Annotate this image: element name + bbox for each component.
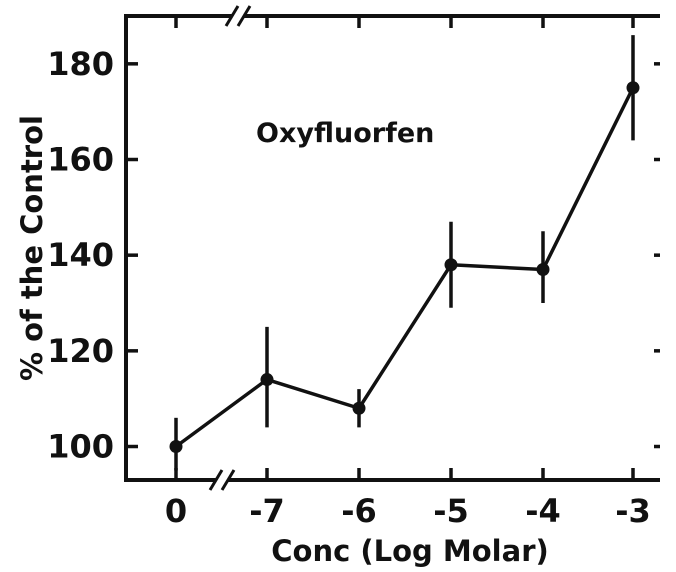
series-line bbox=[174, 86, 635, 448]
y-tick-label: 180 bbox=[47, 45, 114, 83]
data-series bbox=[169, 35, 640, 471]
axis-breaks bbox=[208, 5, 252, 491]
data-point bbox=[352, 401, 366, 415]
data-point bbox=[260, 373, 274, 387]
data-point bbox=[536, 263, 550, 277]
x-tick-label: -4 bbox=[525, 492, 561, 530]
x-tick-label: -7 bbox=[249, 492, 285, 530]
axes-frame bbox=[124, 14, 660, 482]
y-tick-label: 160 bbox=[47, 141, 114, 179]
top-break-mark bbox=[236, 5, 252, 27]
x-tick-label: -6 bbox=[341, 492, 377, 530]
data-point bbox=[444, 258, 458, 272]
y-axis-ticks: 100 120 140 160 180 bbox=[47, 45, 660, 466]
y-tick-label: 120 bbox=[47, 332, 114, 370]
data-point bbox=[626, 81, 640, 95]
bottom-break-mark bbox=[208, 469, 224, 491]
x-tick-label: -5 bbox=[433, 492, 469, 530]
y-tick-label: 100 bbox=[47, 428, 114, 466]
top-break-mark bbox=[224, 5, 240, 27]
chart-annotation: Oxyfluorfen bbox=[256, 118, 434, 149]
x-axis-title: Conc (Log Molar) bbox=[271, 534, 549, 568]
data-point bbox=[169, 440, 183, 454]
bottom-break-mark bbox=[220, 469, 236, 491]
x-tick-label: -3 bbox=[615, 492, 651, 530]
x-axis-ticks: 0 -7 -6 -5 -4 -3 bbox=[165, 16, 651, 530]
y-tick-label: 140 bbox=[47, 236, 114, 274]
y-axis-title: % of the Control bbox=[15, 115, 49, 381]
x-tick-label: 0 bbox=[165, 492, 187, 530]
